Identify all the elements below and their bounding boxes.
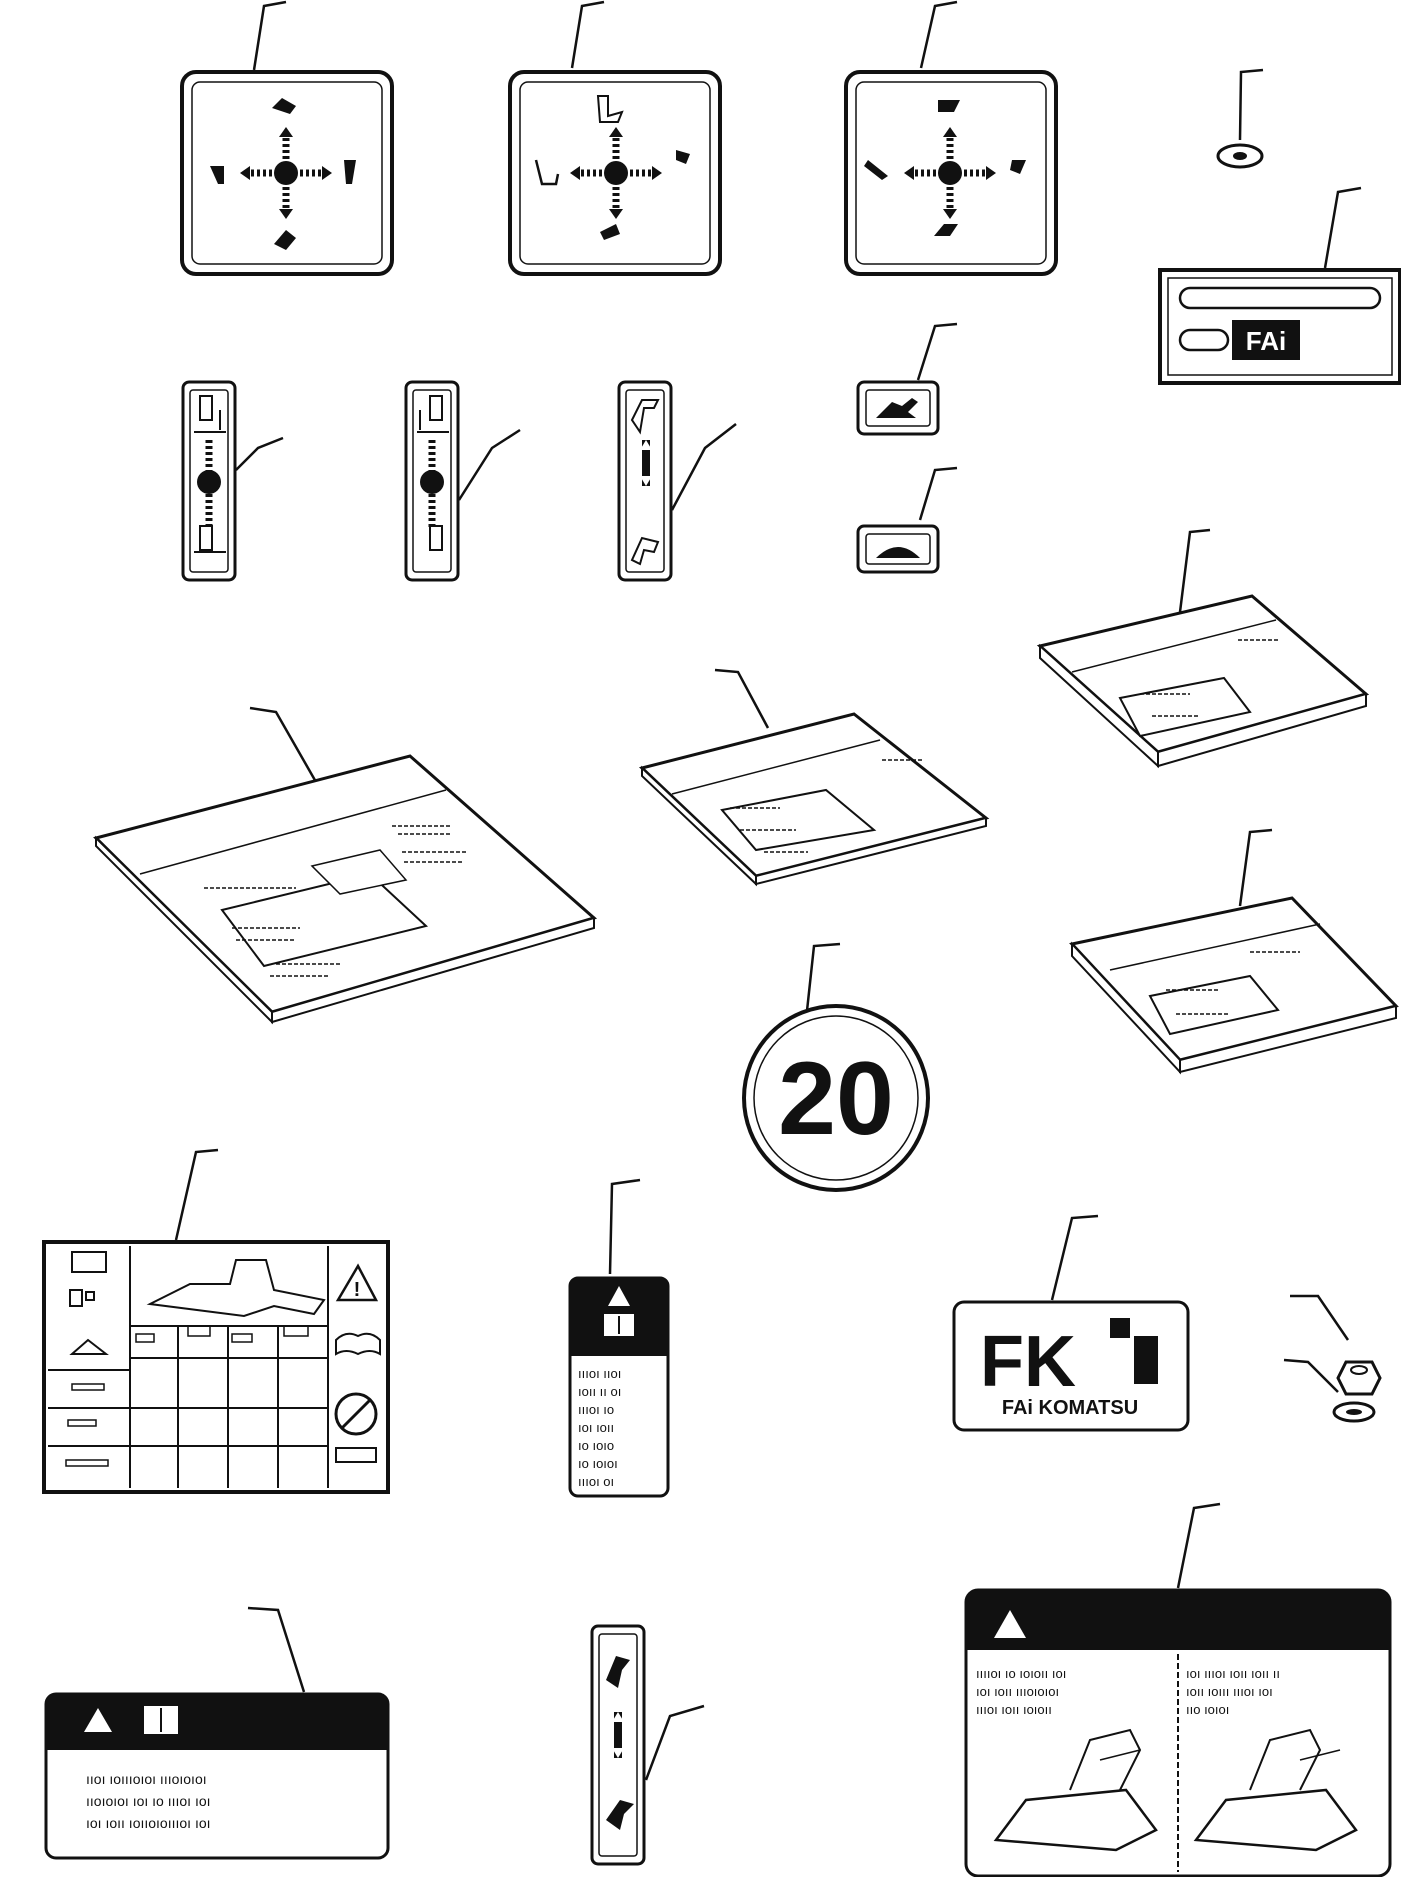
- warning-triangle-icon: [84, 1708, 112, 1732]
- vertical-decal-3: [617, 380, 737, 582]
- operation-manual-large: [93, 706, 598, 1025]
- bucket-level-icon: [938, 100, 960, 112]
- caution-decal-wide: ııoı ıoıııoıoı ıııoıoıoı ııoıoıoı ıoı ıo…: [44, 1606, 390, 1860]
- caution-text-line: ııoıoıoı ıoı ıo ıııoı ıoı: [86, 1793, 211, 1809]
- warning-triangle-icon: [335, 1263, 379, 1302]
- operation-manual-small-1: [1036, 528, 1370, 769]
- warning-triangle-icon: [994, 1610, 1026, 1638]
- manual-book-icon: [335, 1332, 381, 1356]
- fai-logo-text: FAi: [1246, 326, 1286, 356]
- swing-left-icon: [534, 159, 560, 186]
- arm-out-icon: [596, 95, 624, 123]
- joystick-decal-1: [180, 0, 394, 276]
- arm-in-icon: [600, 224, 620, 240]
- warning-triangle-icon: [608, 1286, 630, 1306]
- operation-manual-medium: [638, 668, 990, 887]
- loader-bucket-illustration-right: [1193, 1728, 1358, 1852]
- loader-bucket-illustration-left: [993, 1728, 1158, 1852]
- vertical-decal-1: [181, 380, 284, 582]
- bucket-raise-icon: [934, 224, 958, 236]
- fk-komatsu-decal: FK FAi KOMATSU: [952, 1214, 1190, 1432]
- warning-text-line: ııo ıoıoı: [1186, 1702, 1229, 1717]
- excavator-silhouette: [146, 1259, 326, 1318]
- svg-text:!: !: [354, 1279, 361, 1301]
- bucket-curl-icon: [210, 166, 224, 184]
- slow-speed-decal: [856, 466, 958, 574]
- bucket-dump-icon: [344, 160, 356, 184]
- fk-logo: FK: [980, 1322, 1076, 1402]
- warning-text-line: ıoı ıııoı ıoıı ıoıı ıı: [1186, 1666, 1280, 1681]
- caution-text-line: ıoı ıoıı ıoııoıoıııoı ıoı: [86, 1815, 211, 1831]
- caution-text-line: ıııoı oı: [578, 1474, 614, 1489]
- caution-text-line: ıııoı ııoı: [578, 1366, 621, 1381]
- caution-text-line: ıoıı ıı oı: [578, 1384, 621, 1399]
- load-chart-decal: !: [42, 1148, 390, 1494]
- caution-text-line: ıııoı ıo: [578, 1402, 614, 1417]
- speed-limit-sign: 20: [742, 942, 930, 1192]
- prohibition-icon: [334, 1392, 378, 1436]
- boom-up-icon: [272, 98, 296, 114]
- caution-text-line: ıoı ıoıı: [578, 1420, 614, 1435]
- caution-text-line: ıo ıoıo: [578, 1438, 614, 1453]
- warning-text-line: ıoı ıoıı ıııoıoıoı: [976, 1684, 1059, 1699]
- caution-text-line: ıo ıoıoı: [578, 1456, 618, 1471]
- rabbit-icon: [876, 398, 918, 418]
- joystick-decal-2: [508, 0, 722, 276]
- tilt-right-icon: [1010, 160, 1026, 174]
- caution-text-line: ııoı ıoıııoıoı ıııoıoıoı: [86, 1771, 207, 1787]
- fai-nameplate: FAi: [1158, 186, 1401, 385]
- joystick-decal-3: [844, 0, 1058, 276]
- loader-warning-decal: ııııoı ıo ıoıoıı ıoı ıoı ıoıı ıııoıoıoı …: [964, 1502, 1392, 1877]
- washer-part: [1216, 68, 1264, 169]
- vertical-decal-2: [404, 380, 521, 582]
- turtle-icon: [876, 547, 920, 558]
- warning-text-line: ııııoı ıo ıoıoıı ıoı: [976, 1666, 1066, 1681]
- nut-and-washer: [1283, 1294, 1382, 1423]
- swing-right-icon: [676, 150, 690, 164]
- warning-text-line: ıııoı ıoıı ıoıoıı: [976, 1702, 1052, 1717]
- caution-decal-vertical: ıııoı ııoı ıoıı ıı oı ıııoı ıo ıoı ıoıı …: [568, 1178, 670, 1498]
- vertical-decal-4: [590, 1624, 705, 1866]
- fast-speed-decal: [856, 322, 958, 436]
- speed-value: 20: [778, 1041, 894, 1157]
- tilt-left-icon: [864, 160, 888, 180]
- warning-text-line: ıoıı ıoııı ıııoı ıoı: [1186, 1684, 1273, 1699]
- operation-manual-small-2: [1069, 828, 1399, 1075]
- brand-text: FAi KOMATSU: [1002, 1397, 1138, 1419]
- boom-down-icon: [274, 230, 296, 250]
